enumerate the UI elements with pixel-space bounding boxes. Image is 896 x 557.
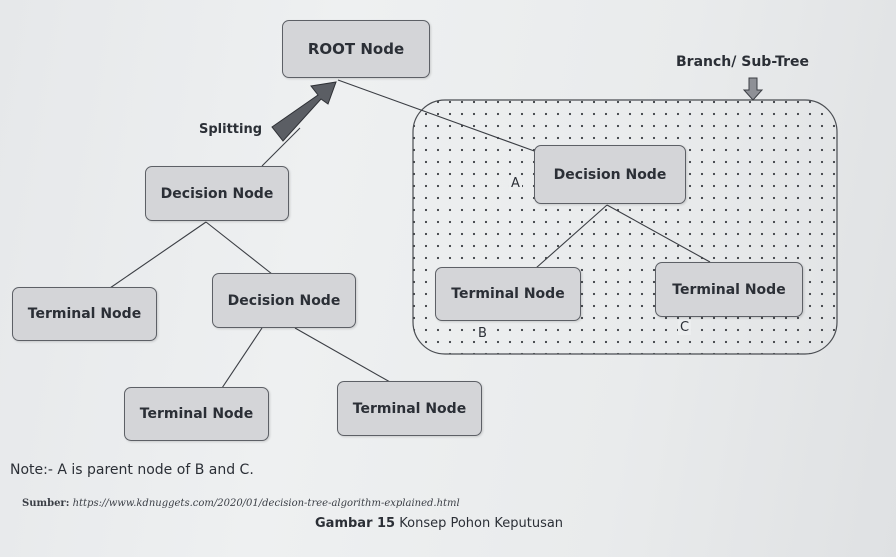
source-citation: Sumber: https://www.kdnuggets.com/2020/0… [22,498,460,509]
edge-decision-right-terminal-2 [535,204,608,269]
source-prefix: Sumber: [22,498,70,509]
edge-decision-left-root [261,127,301,167]
terminal-node-1: Terminal Node [12,287,157,341]
note-text: Note:- A is parent node of B and C. [10,462,254,478]
decision-node-middle: Decision Node [212,273,356,328]
splitting-arrow-icon [271,81,337,142]
caption-number: Gambar 15 [315,516,396,531]
edge-root-decision-right [337,79,538,153]
label-b: B [476,326,489,341]
label-a: A [509,176,522,191]
decision-node-left: Decision Node [145,166,289,221]
label-c: C [678,320,692,335]
edge-decision-mid-terminal-3 [221,327,263,389]
edge-decision-left-decision-mid [205,221,273,275]
edge-decision-right-terminal-5 [606,204,711,263]
caption-text: Konsep Pohon Keputusan [399,516,564,531]
terminal-node-3: Terminal Node [124,387,269,441]
branch-subtree-label: Branch/ Sub-Tree [676,54,809,70]
terminal-node-4: Terminal Node [337,381,482,436]
splitting-label: Splitting [199,122,263,137]
branch-down-arrow-icon [742,77,764,101]
figure-caption: Gambar 15 Konsep Pohon Keputusan [315,516,563,531]
edge-decision-left-terminal-1 [109,221,207,289]
edge-decision-mid-terminal-4 [294,327,391,383]
terminal-node-2: Terminal Node [435,267,581,321]
source-url: https://www.kdnuggets.com/2020/01/decisi… [72,498,460,509]
decision-node-right: Decision Node [534,145,686,204]
tree-edges [109,79,711,389]
terminal-node-5: Terminal Node [655,262,803,317]
root-node: ROOT Node [282,20,430,78]
